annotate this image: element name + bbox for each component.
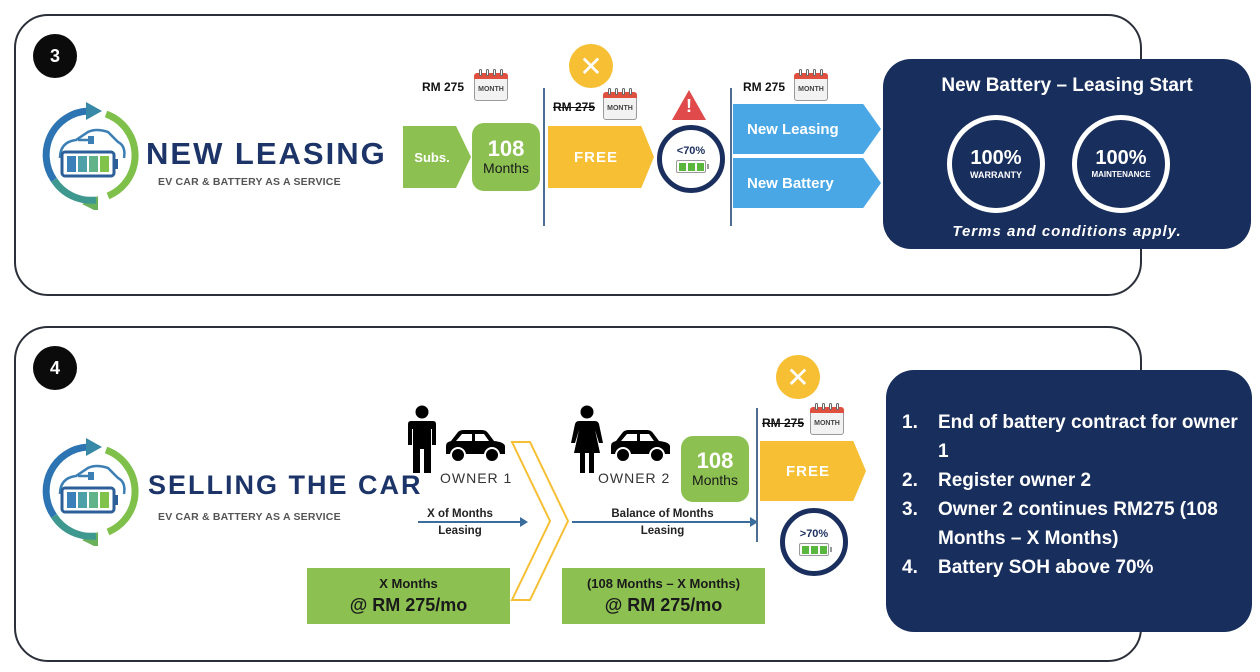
box-2-line1: (108 Months – X Months) [586, 576, 741, 591]
new-battery-label: New Battery [747, 174, 834, 192]
arrow-owner-2 [572, 517, 758, 527]
months-value: 108 [487, 136, 525, 161]
list-item: 3.Owner 2 continues RM275 (108 Months – … [902, 499, 1218, 549]
box-2-line2: @ RM 275/mo [604, 595, 723, 615]
calendar-icon: MONTH [603, 88, 637, 120]
section-3-title: NEW LEASING [146, 136, 387, 171]
step-3-badge: 3 [33, 34, 77, 78]
warning-icon [672, 90, 706, 120]
male-person-icon [408, 405, 436, 473]
warning-exclamation: ! [686, 96, 692, 116]
ev-battery-cycle-logo-icon [42, 102, 139, 210]
car-icon [446, 430, 505, 463]
divider-line [756, 408, 758, 542]
maintenance-label: MAINTENANCE [1091, 170, 1151, 179]
divider-line [730, 88, 732, 226]
monthly-price: RM 275 [422, 80, 465, 94]
arrow-1-label-line1: X of Months [427, 508, 493, 520]
owner-2-payment-box: (108 Months – X Months) @ RM 275/mo [562, 568, 765, 624]
months-108-box: 108 Months [472, 123, 540, 191]
months-label: Months [483, 160, 529, 176]
free-label: FREE [785, 462, 830, 480]
divider-line [543, 88, 545, 226]
battery-icon [676, 160, 709, 173]
subscription-chevron: Subs. [403, 126, 471, 188]
warranty-label: WARRANTY [970, 170, 1022, 180]
transfer-steps-list: 1.End of battery contract for owner 1 2.… [902, 408, 1242, 582]
new-leasing-label: New Leasing [747, 120, 839, 138]
section-3-subtitle: EV CAR & BATTERY AS A SERVICE [158, 176, 341, 188]
owner-1-label: OWNER 1 [440, 470, 513, 486]
warranty-value: 100% [970, 147, 1022, 169]
transfer-chevron-icon [510, 441, 570, 601]
maintenance-value: 100% [1095, 147, 1147, 169]
free-label: FREE [573, 148, 618, 166]
step-4-badge: 4 [33, 346, 77, 390]
x-cancel-icon: ✕ [776, 355, 820, 399]
calendar-icon: MONTH [794, 69, 828, 101]
new-battery-panel: New Battery – Leasing Start 100% WARRANT… [883, 59, 1251, 249]
car-icon [611, 430, 670, 463]
arrow-2-label-line2: Leasing [640, 525, 685, 537]
x-cancel-icon: ✕ [569, 44, 613, 88]
warranty-stat: 100% WARRANTY [947, 115, 1045, 213]
free-chevron: FREE [760, 441, 866, 501]
terms-note: Terms and conditions apply. [952, 223, 1182, 240]
months-value: 108 [696, 448, 734, 473]
arrow-2-label-line1: Balance of Months [611, 508, 714, 520]
panel-title: New Battery – Leasing Start [941, 75, 1193, 96]
calendar-icon: MONTH [810, 403, 844, 435]
owner-2-label: OWNER 2 [598, 470, 671, 486]
free-chevron: FREE [548, 126, 654, 188]
maintenance-stat: 100% MAINTENANCE [1072, 115, 1170, 213]
box-1-line2: @ RM 275/mo [349, 595, 468, 615]
calendar-icon: MONTH [474, 69, 508, 101]
subs-label: Subs. [414, 149, 450, 165]
monthly-price: RM 275 [743, 80, 786, 94]
list-item: 1.End of battery contract for owner 1 [902, 412, 1238, 462]
struck-price: RM 275 [553, 100, 596, 114]
female-person-icon [571, 405, 603, 473]
section-4-subtitle: EV CAR & BATTERY AS A SERVICE [158, 511, 341, 523]
owner-1-payment-box: X Months @ RM 275/mo [307, 568, 510, 624]
arrow-owner-1 [418, 517, 528, 527]
ownership-transfer-panel: 1.End of battery contract for owner 1 2.… [886, 370, 1252, 632]
battery-health-ring: >70% [780, 508, 848, 576]
months-label: Months [692, 472, 738, 488]
struck-price: RM 275 [762, 416, 805, 430]
battery-health-ring: <70% [657, 125, 725, 193]
battery-pct: <70% [676, 145, 706, 157]
new-leasing-chevron: New Leasing [733, 104, 881, 154]
months-108-box: 108 Months [681, 436, 749, 502]
ev-battery-cycle-logo-icon [42, 438, 139, 546]
section-4-title: SELLING THE CAR [148, 470, 423, 500]
list-item: 4.Battery SOH above 70% [902, 557, 1154, 578]
battery-icon [799, 543, 832, 556]
box-1-line1: X Months [379, 576, 438, 591]
new-battery-chevron: New Battery [733, 158, 881, 208]
battery-pct: >70% [799, 528, 829, 540]
list-item: 2.Register owner 2 [902, 470, 1092, 491]
arrow-1-label-line2: Leasing [438, 525, 482, 537]
